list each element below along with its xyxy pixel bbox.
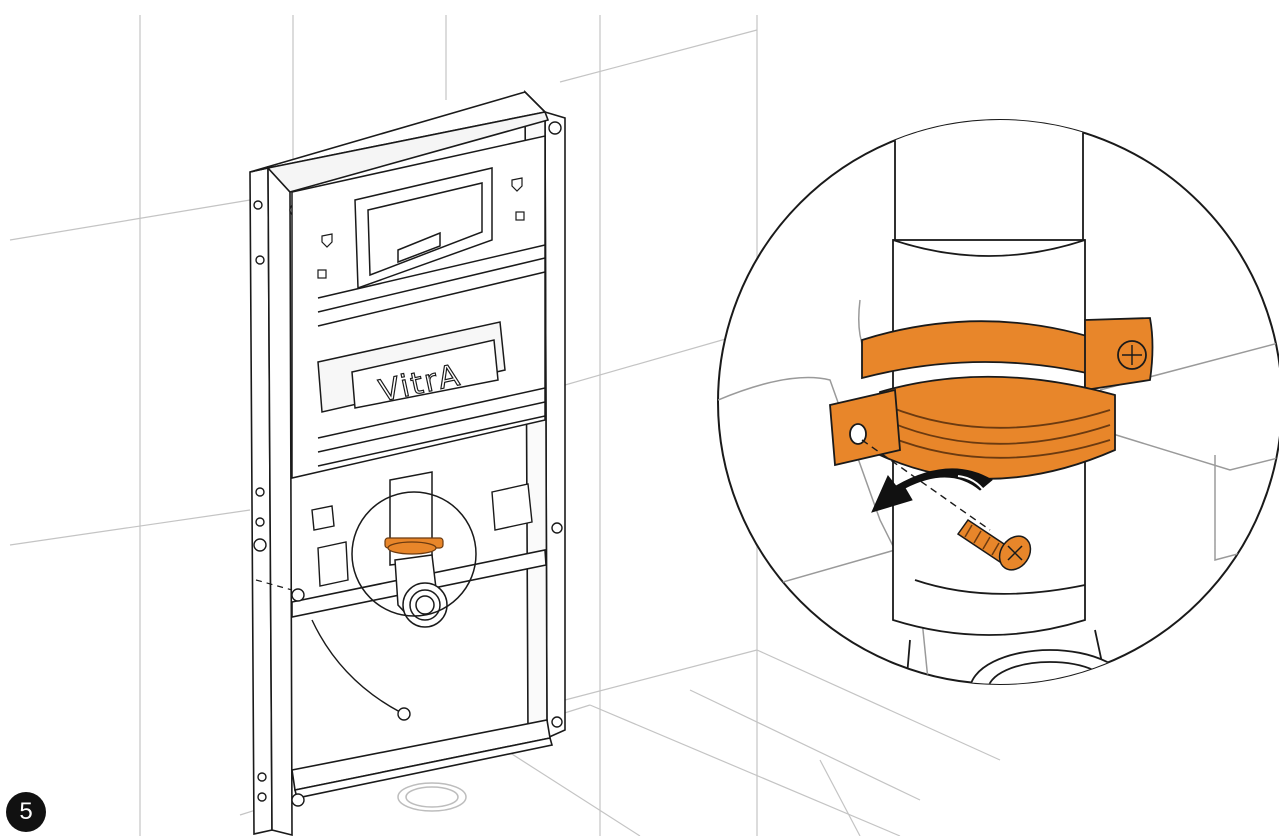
cistern-markings <box>317 177 525 279</box>
rotate-counterclockwise-arrow-icon <box>871 468 993 513</box>
side-connectors <box>253 483 533 721</box>
pipe-clamp-large <box>829 317 1154 480</box>
pipe-clamp-small <box>384 537 444 555</box>
floor-drain <box>397 782 467 812</box>
step-number-badge: 5 <box>6 792 46 832</box>
cistern-body <box>291 135 546 479</box>
screw-icon <box>956 518 1032 571</box>
detail-callout-small <box>351 491 477 617</box>
screw-guide-line <box>861 439 991 531</box>
